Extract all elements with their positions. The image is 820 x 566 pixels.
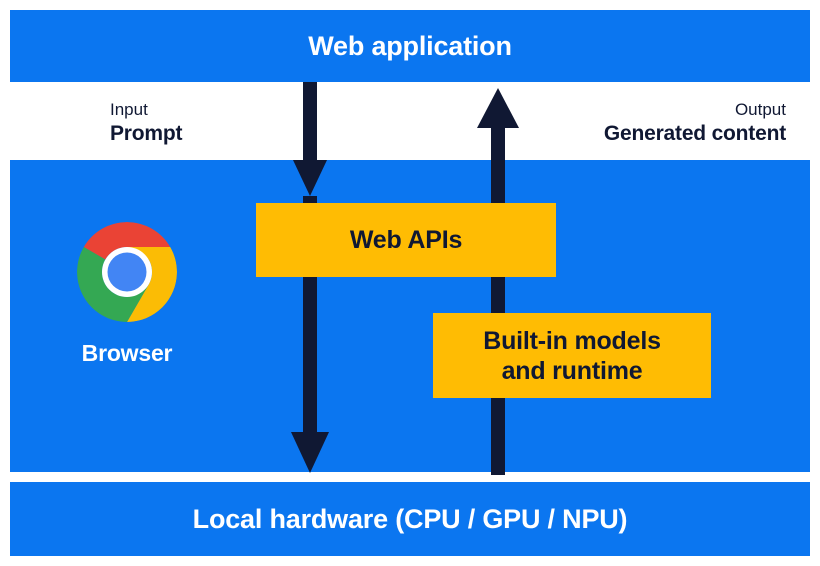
band-local-hardware: Local hardware (CPU / GPU / NPU) xyxy=(10,482,810,556)
band-local-hardware-label: Local hardware (CPU / GPU / NPU) xyxy=(192,503,628,534)
output-value-label: Generated content xyxy=(603,121,786,145)
box-web-apis: Web APIs xyxy=(256,203,556,277)
box-web-apis-label: Web APIs xyxy=(349,226,463,254)
box-built-in-models-line1: Built-in models xyxy=(483,326,661,355)
output-flow-label: Output Generated content xyxy=(604,100,786,146)
output-kind-label: Output xyxy=(734,100,786,119)
input-value-label: Prompt xyxy=(110,121,183,145)
box-built-in-models-line2: and runtime xyxy=(501,356,643,385)
browser-group: Browser xyxy=(48,222,206,367)
band-web-application-label: Web application xyxy=(308,30,512,61)
box-built-in-models-label: Built-in models and runtime xyxy=(483,326,661,386)
box-built-in-models: Built-in models and runtime xyxy=(433,313,711,398)
chrome-logo-icon xyxy=(77,222,177,322)
input-kind-label: Input xyxy=(110,100,148,119)
input-flow-label: Input Prompt xyxy=(110,100,183,146)
browser-label: Browser xyxy=(81,340,173,366)
band-web-application: Web application xyxy=(10,10,810,82)
